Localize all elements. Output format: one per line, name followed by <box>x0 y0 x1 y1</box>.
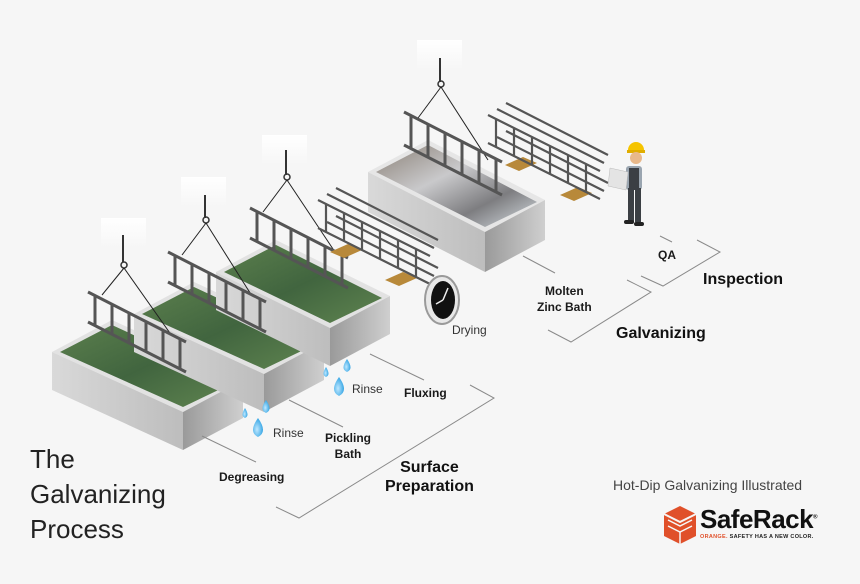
zinc-tank <box>368 140 545 272</box>
title-line: Galvanizing <box>30 479 166 509</box>
leader-lines <box>201 235 722 519</box>
step-label-rinse: Rinse <box>352 382 383 396</box>
brand-name: SafeRack® <box>700 504 817 535</box>
step-label-line: Pickling <box>325 431 372 445</box>
step-label-fluxing: Fluxing <box>404 386 447 400</box>
brand-name-text: SafeRack <box>700 504 814 534</box>
crane-hook-icon <box>417 40 489 161</box>
step-label-pickling-bath: Pickling Bath <box>325 430 371 462</box>
section-label-galvanizing: Galvanizing <box>616 325 706 342</box>
step-label-degreasing: Degreasing <box>219 470 285 484</box>
ladder-icon <box>87 290 187 374</box>
cooled-ladder-stack <box>487 102 609 201</box>
step-label-qa: QA <box>658 248 676 262</box>
step-label-drying: Drying <box>452 323 487 337</box>
water-drop-icon <box>323 359 351 396</box>
drying-ladder-stack <box>317 187 439 286</box>
title-line: Process <box>30 514 124 544</box>
pallet-icon <box>385 272 417 286</box>
pallet-icon <box>505 157 537 171</box>
inspector-worker-icon <box>607 142 645 226</box>
crane-hook-icon <box>101 218 173 337</box>
wall-clock-icon <box>424 275 460 325</box>
step-label-line: Molten <box>545 284 584 298</box>
section-label-inspection: Inspection <box>703 271 784 288</box>
ladder-icon <box>167 250 267 334</box>
crane-hook-icon <box>262 135 336 253</box>
saferack-cube-logo-icon <box>663 506 697 544</box>
tagline-highlight: ORANGE. <box>700 534 728 540</box>
section-label-line: Preparation <box>385 478 474 495</box>
section-label-line: Surface <box>400 459 459 476</box>
brand-tagline: ORANGE. SAFETY HAS A NEW COLOR. <box>700 534 814 540</box>
step-label-line: Zinc Bath <box>537 300 592 314</box>
crane-hook-icon <box>181 177 253 297</box>
water-drop-icon <box>242 400 270 437</box>
registered-mark: ® <box>813 514 817 521</box>
diagram-title: The Galvanizing Process <box>30 442 166 547</box>
ladder-icon <box>249 206 349 290</box>
section-label-surface-preparation: Surface Preparation <box>385 458 474 496</box>
step-label-molten-zinc-bath: Molten Zinc Bath <box>537 283 592 315</box>
fluxing-tank <box>216 240 390 366</box>
step-label-line: Bath <box>334 447 362 461</box>
tagline-rest: SAFETY HAS A NEW COLOR. <box>729 534 814 540</box>
pickling-tank <box>134 282 324 412</box>
subtitle: Hot-Dip Galvanizing Illustrated <box>613 477 803 493</box>
title-line: The <box>30 444 75 474</box>
pallet-icon <box>330 244 362 258</box>
step-label-rinse: Rinse <box>273 426 304 440</box>
degreasing-tank <box>52 320 243 450</box>
ladder-icon <box>403 110 503 197</box>
pallet-icon <box>560 187 592 201</box>
